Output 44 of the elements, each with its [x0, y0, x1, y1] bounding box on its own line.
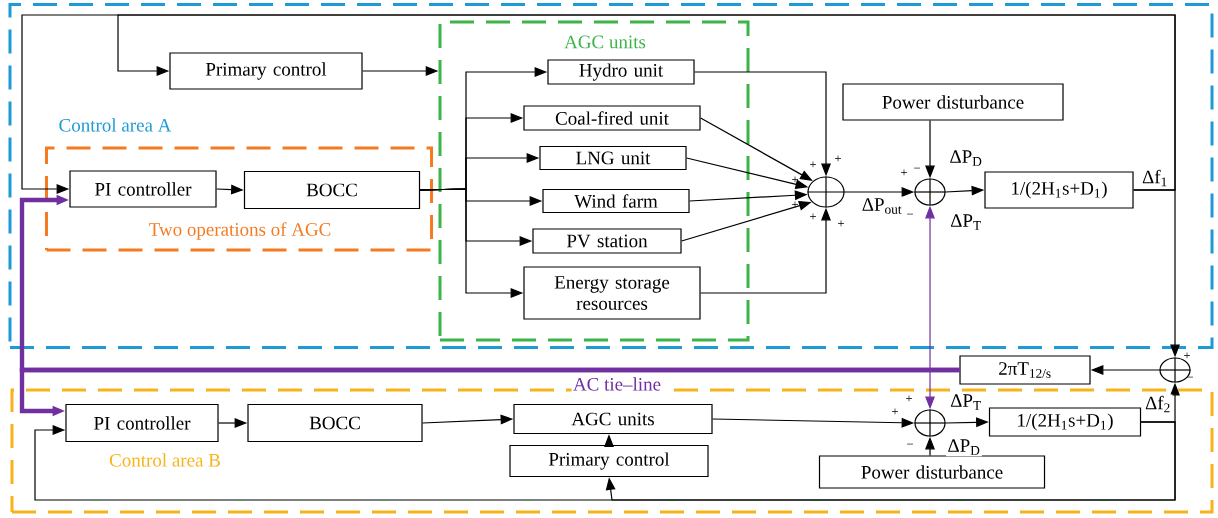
sign-label: −	[907, 443, 913, 445]
sign-label: +	[838, 220, 844, 227]
edge-label: ΔP$_{D}$	[946, 437, 982, 457]
sign-label: +	[1184, 352, 1190, 359]
block-box: Coal-fired unit	[523, 105, 701, 131]
sign-label: +	[835, 155, 841, 162]
edge-label: Δf$_{1}$	[1140, 168, 1170, 188]
block-box: PV station	[532, 228, 682, 254]
block-box: Hydro unit	[547, 59, 695, 85]
block-box: BOCC	[243, 170, 421, 210]
edge-label: AC tie–line	[571, 375, 663, 393]
block-box: AGC units	[513, 403, 713, 435]
sign-label: +	[792, 201, 798, 208]
summing-junction	[913, 408, 947, 438]
block-box: PI controller	[65, 403, 219, 443]
block-box: LNG unit	[539, 145, 687, 171]
sign-label: +	[906, 395, 912, 402]
block-box: BOCC	[247, 403, 423, 443]
block-box: Primary control	[169, 52, 363, 90]
sign-label: −	[1187, 376, 1193, 378]
summing-junction	[1158, 356, 1192, 384]
summing-junction	[913, 177, 947, 207]
edge-label: ΔP$_{T}$	[948, 392, 984, 412]
sign-label: −	[914, 167, 920, 169]
sign-label: +	[810, 213, 816, 220]
block-box: Wind farm	[542, 188, 690, 214]
block-box: Power disturbance	[842, 83, 1064, 121]
sign-label: +	[901, 169, 907, 176]
block-box: 1/(2H$_{1}$s+D$_{1}$)	[988, 407, 1142, 437]
edge-label: ΔP$_{T}$	[948, 212, 984, 232]
edge-label: ΔP$_{out}$	[860, 196, 904, 216]
sign-label: +	[810, 161, 816, 168]
block-box: PI controller	[69, 170, 217, 208]
edge-label: ΔP$_{D}$	[948, 148, 984, 168]
summing-junction	[806, 175, 846, 209]
block-box: Primary control	[509, 444, 709, 478]
sign-label: +	[792, 176, 798, 183]
edge-label: Δf$_{2}$	[1143, 394, 1173, 414]
sign-label: +	[892, 408, 898, 415]
block-box: 1/(2H$_{1}$s+D$_{1}$)	[984, 171, 1134, 209]
sign-label: −	[907, 213, 913, 215]
block-box: 2πT$_{12/s}$	[959, 355, 1091, 385]
arrow	[605, 421, 1176, 501]
block-box: Energy storage resources	[523, 266, 701, 320]
